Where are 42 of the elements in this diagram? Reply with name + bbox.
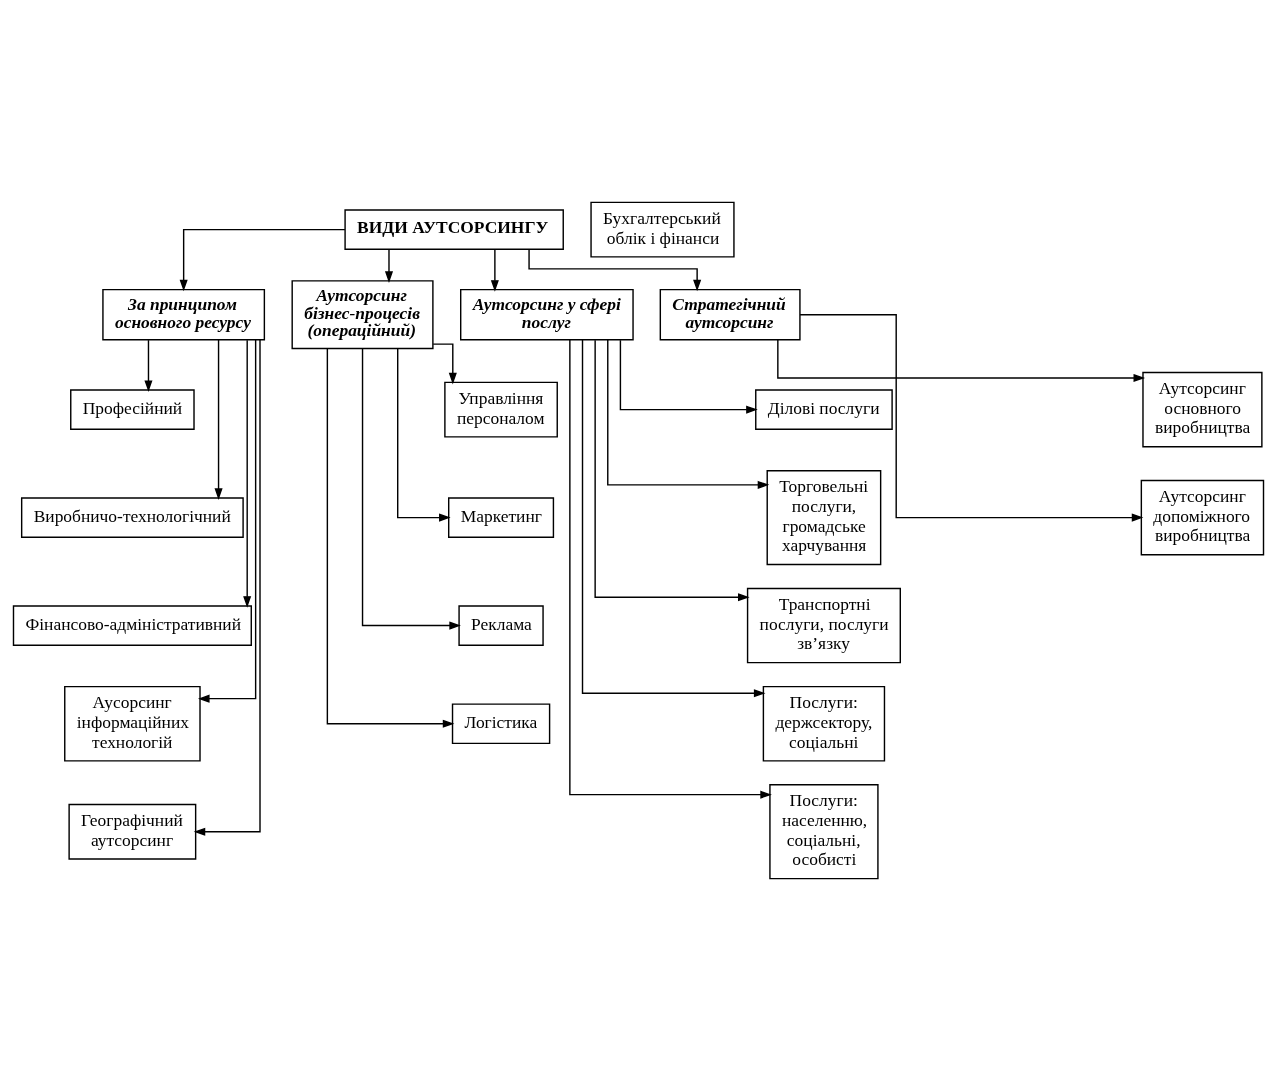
node-box: Аутсорсинг основного виробництва [1141, 371, 1263, 448]
node-box: Аусорсинг інформаційних технологій [63, 685, 201, 762]
node-box: Аутсорсинг допоміжного виробництва [1140, 479, 1264, 556]
node-box: Реклама [457, 605, 544, 646]
node-box: Виробничо-технологічний [20, 497, 244, 538]
node-box: Ділові послуги [754, 389, 893, 430]
arrow [193, 339, 261, 836]
arrow [593, 339, 750, 602]
node-box: Логістика [451, 703, 550, 745]
arrow [432, 343, 457, 385]
arrow [197, 339, 256, 703]
arrow [242, 339, 251, 608]
node-box: Аутсорсинг у сфері послуг [459, 288, 634, 341]
node-box: Бухгалтерський облік і фінанси [589, 201, 735, 258]
arrow [214, 339, 223, 500]
node-box: Стратегічний аутсорсинг [659, 288, 801, 341]
arrow [143, 339, 153, 392]
node-box: За принципом основного ресурсу [101, 288, 265, 341]
node-box: Маркетинг [447, 497, 554, 538]
node-box: Аутсорсинг бізнес-процесів (операційний) [290, 280, 434, 350]
arrow [384, 248, 393, 283]
node-box: Торговельні послуги, громадське харчування [766, 470, 881, 566]
node-box: Фінансово-адміністративний [12, 605, 252, 646]
arrow [619, 339, 758, 414]
node-box: ВИДИ АУТСОРСИНГУ [343, 209, 564, 250]
arrow [581, 339, 765, 698]
node-box: Послуги: держсектору, соціальні [762, 685, 885, 762]
arrow [527, 249, 701, 292]
node-box: Професійний [69, 389, 195, 430]
arrow [798, 314, 1143, 522]
arrow [568, 339, 772, 799]
arrow [361, 347, 461, 630]
node-box: Географічний аутсорсинг [67, 803, 196, 860]
arrow [490, 248, 499, 292]
arrow [776, 339, 1145, 383]
arrow [396, 347, 451, 522]
arrow [606, 339, 769, 489]
node-box: Управління персоналом [443, 381, 558, 438]
arrow [326, 347, 454, 728]
arrow [179, 228, 346, 292]
node-box: Транспортні послуги, послуги зв’язку [746, 587, 901, 664]
node-box: Послуги: населенню, соціальні, особисті [768, 784, 879, 880]
